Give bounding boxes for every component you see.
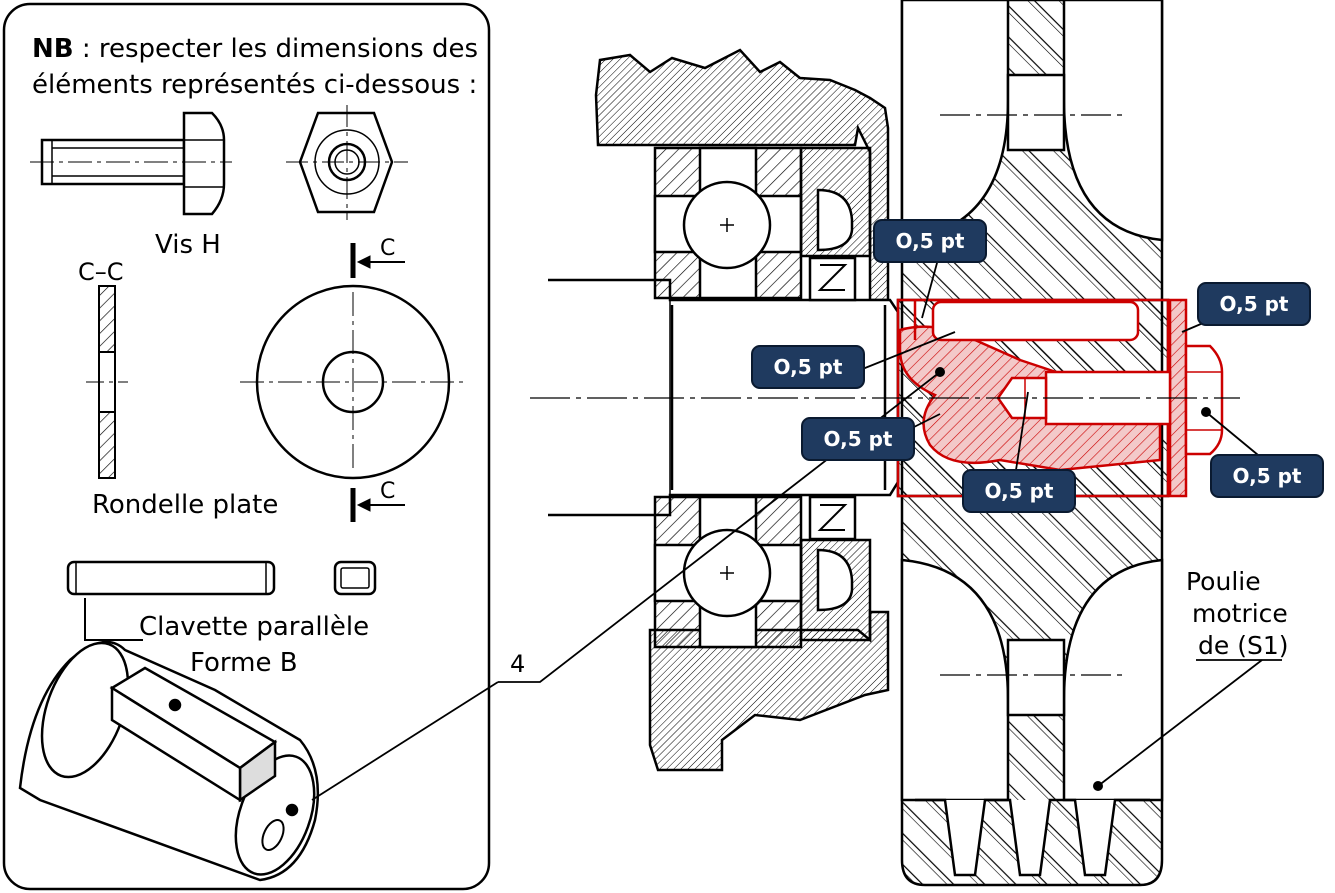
bearing-bottom (653, 495, 872, 649)
parallel-key (66, 560, 377, 596)
section-title: C–C (78, 258, 124, 286)
score-badge: O,5 pt (801, 417, 915, 461)
vis-h-side-view (30, 111, 232, 216)
section-mark-bottom: C (380, 479, 395, 504)
score-badge: O,5 pt (1210, 454, 1324, 498)
poulie-label-3: de (S1) (1198, 631, 1288, 660)
vis-h-top-view (286, 105, 408, 220)
item-4-label: 4 (510, 650, 525, 678)
vis-h-label: Vis H (155, 230, 221, 260)
shaft-isometric (18, 640, 320, 882)
leader-dot-screw (1201, 407, 1211, 417)
washer-front-view (240, 243, 466, 522)
leader-dot-4 (935, 367, 945, 377)
clavette-label-2: Forme B (190, 648, 298, 678)
note-line-1: NB : respecter les dimensions des (32, 34, 478, 64)
clavette-label-1: Clavette parallèle (139, 612, 369, 642)
section-mark-top: C (380, 236, 395, 261)
svg-text:O,5 pt: O,5 pt (774, 355, 843, 379)
washer-section (86, 285, 128, 479)
key-leader (84, 598, 143, 641)
score-badge: O,5 pt (1197, 282, 1311, 326)
note-line-2: éléments représentés ci-dessous : (32, 70, 477, 100)
score-badge: O,5 pt (962, 469, 1076, 513)
svg-text:O,5 pt: O,5 pt (896, 229, 965, 253)
score-badge: O,5 pt (873, 219, 987, 263)
svg-text:O,5 pt: O,5 pt (1233, 464, 1302, 488)
reference-panel: NB : respecter les dimensions des élémen… (2, 2, 491, 891)
answer-key-washer-screw (896, 298, 1224, 498)
score-badge: O,5 pt (751, 345, 865, 389)
poulie-label-1: Poulie (1186, 567, 1261, 596)
rondelle-label: Rondelle plate (92, 490, 278, 520)
leader-dot-pulley (1093, 781, 1103, 791)
svg-text:O,5 pt: O,5 pt (1220, 292, 1289, 316)
bearing-top (653, 146, 872, 302)
poulie-label-2: motrice (1192, 599, 1288, 628)
svg-text:O,5 pt: O,5 pt (824, 427, 893, 451)
svg-text:O,5 pt: O,5 pt (985, 479, 1054, 503)
leader-lines (311, 251, 1282, 801)
